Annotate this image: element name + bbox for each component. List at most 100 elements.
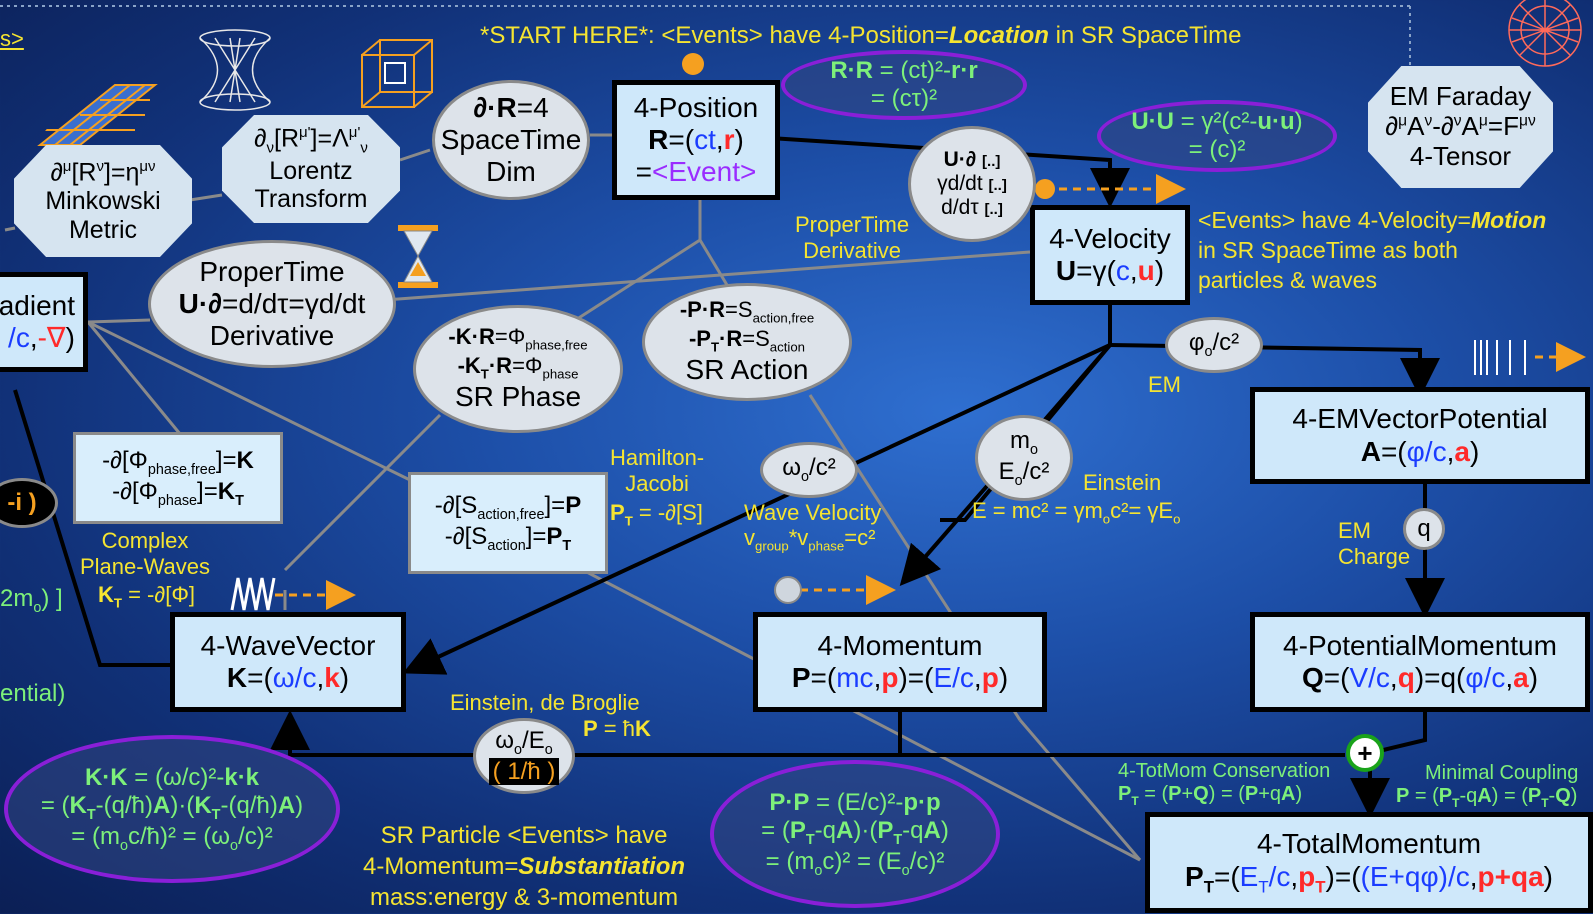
gradient-eq: /c,-∇)	[8, 322, 75, 353]
phase-l2: -KT·R=Φphase	[457, 352, 579, 382]
velocity-note: <Events> have 4-Velocity=Motion in SR Sp…	[1198, 206, 1546, 296]
lorentz-l1: ∂ν[Rμ']=Λμ'ν	[254, 123, 368, 157]
spacetime-dim-ellipse: ∂·R=4 SpaceTime Dim	[432, 80, 590, 200]
action-l2: -PT·R=Saction	[688, 325, 805, 355]
rest-mass-ellipse: mo Eo/c²	[975, 415, 1073, 501]
omegaE-l1: ωo/Eo	[495, 726, 553, 758]
propertime-l2: U·∂=d/dτ=γd/dt	[178, 287, 366, 319]
four-velocity-box: 4-Velocity U=γ(c,u)	[1030, 205, 1190, 305]
lorentz-transform-octagon: ∂ν[Rμ']=Λμ'ν Lorentz Transform	[222, 115, 400, 223]
cube-icon	[361, 39, 433, 108]
four-position-box: 4-Position R=(ct,r) =<Event>	[612, 80, 780, 200]
phic-l1: φo/c²	[1188, 329, 1240, 361]
debroglie-eq: P = ħK	[583, 716, 651, 741]
particle-note-3: mass:energy & 3-momentum	[369, 884, 679, 912]
hamilton-eq: PT = -∂[S]	[610, 500, 703, 529]
charge-q-ellipse: q	[1403, 508, 1445, 550]
hourglass-icon	[398, 225, 438, 288]
dim-l1: ∂·R=4	[473, 91, 549, 123]
kk-l2: = (KT-(q/ħ)A)·(KT-(q/ħ)A)	[40, 792, 304, 823]
emvp-title: 4-EMVectorPotential	[1292, 403, 1548, 435]
gradient-title: adient	[0, 289, 75, 321]
rr-l2: = (cτ)²	[870, 85, 938, 112]
lorentz-l2: Lorentz	[269, 156, 353, 185]
dim-l2: SpaceTime	[440, 123, 582, 155]
four-wavevector-box: 4-WaveVector K=(ω/c,k)	[170, 612, 406, 712]
sr-action-ellipse: -P·R=Saction,free -PT·R=Saction SR Actio…	[642, 283, 852, 401]
wave-velocity-eq: vgroup*vphase=c²	[744, 525, 876, 554]
mink-l2: Minkowski	[45, 186, 161, 215]
propertime-derivative-label: ProperTime Derivative	[795, 212, 910, 264]
emvp-eq: A=(φ/c,a)	[1360, 435, 1480, 467]
debroglie-label: Einstein, de Broglie	[450, 690, 640, 715]
minkowski-metric-octagon: ∂μ[Rν]=ημν Minkowski Metric	[14, 145, 192, 257]
pp-l2: = (PT-qA)·(PT-qA)	[761, 817, 949, 848]
particle-note-bold: Substantiation	[518, 853, 686, 881]
phase-gradient-l1: -∂[Φphase,free]=K	[102, 446, 254, 478]
phase-gradient-l2: -∂[Φphase]=KT	[112, 478, 244, 509]
uu-invariant-ellipse: U·U = γ²(c²-u·u) = (c)²	[1097, 100, 1337, 172]
four-potential-momentum-box: 4-PotentialMomentum Q=(V/c,q)=q(φ/c,a)	[1250, 612, 1590, 712]
four-momentum-title: 4-Momentum	[817, 629, 983, 661]
totmom-conservation-label: 4-TotMom Conservation	[1118, 760, 1331, 782]
wave-velocity-label: Wave Velocity	[744, 500, 882, 525]
left-ential-label: ential)	[0, 680, 66, 707]
four-position-eq: R=(ct,r)	[648, 123, 744, 155]
totmom-title: 4-TotalMomentum	[1256, 828, 1482, 860]
totmom-conservation-eq: PT = (P+Q) = (P+qA)	[1118, 783, 1303, 808]
potmom-eq: Q=(V/c,q)=q(φ/c,a)	[1301, 662, 1539, 693]
phase-l3: SR Phase	[454, 381, 582, 413]
uu-l1: U·U = γ²(c²-u·u)	[1131, 108, 1303, 135]
vel-note1: <Events> have 4-Velocity=	[1198, 207, 1471, 233]
title-bold: Location	[948, 22, 1049, 49]
q-l1: q	[1417, 515, 1431, 543]
phase-l1: -K·R=Φphase,free	[448, 324, 588, 353]
propertime-l1: ProperTime	[199, 255, 345, 287]
faraday-l1: EM Faraday	[1389, 81, 1532, 112]
minimal-coupling-label: Minimal Coupling	[1425, 762, 1579, 784]
plus-icon	[1346, 734, 1384, 772]
hyperboloid-icon	[199, 29, 271, 111]
lorentz-l3: Transform	[254, 185, 368, 214]
four-gradient-box: adient /c,-∇)	[0, 272, 88, 372]
em-label: EM	[1148, 372, 1181, 397]
wave-glyph-icon	[230, 577, 276, 611]
derivative-operator-ellipse: U·∂ [..] γd/dt [..] d/dτ [..]	[908, 126, 1036, 242]
rr-l1: R·R = (ct)²-r·r	[830, 57, 978, 84]
phase-gradient-box: -∂[Φphase,free]=K -∂[Φphase]=KT	[73, 432, 283, 524]
phi-over-c2-ellipse: φo/c²	[1165, 317, 1263, 373]
minus-i-l1: -i )	[7, 489, 37, 517]
four-em-vector-potential-box: 4-EMVectorPotential A=(φ/c,a)	[1250, 387, 1590, 484]
deriv-l2: γd/dt [..]	[937, 171, 1007, 195]
complex-eq: KT = -∂[Φ]	[98, 582, 195, 611]
action-gradient-l2: -∂[Saction]=PT	[444, 523, 572, 554]
faraday-l2: ∂μAν-∂νAμ=Fμν	[1385, 111, 1536, 142]
four-velocity-eq: U=γ(c,u)	[1055, 255, 1165, 286]
minimal-coupling-eq: P = (PT-qA) = (PT-Q)	[1396, 785, 1578, 810]
einstein-label: Einstein	[1083, 470, 1162, 495]
em-faraday-octagon: EM Faraday ∂μAν-∂νAμ=Fμν 4-Tensor	[1368, 66, 1553, 188]
particle-note: SR Particle <Events> have 4-Momentum=Sub…	[363, 820, 685, 914]
rr-invariant-ellipse: R·R = (ct)²-r·r = (cτ)²	[781, 50, 1027, 120]
faraday-l3: 4-Tensor	[1409, 140, 1512, 171]
mo-l1: mo	[1009, 426, 1038, 458]
totmom-eq: PT=(ET/c,pT)=((E+qφ)/c,p+qa)	[1185, 860, 1553, 897]
four-position-title: 4-Position	[633, 91, 759, 123]
deriv-l3: d/dτ [..]	[941, 196, 1003, 220]
minus-i-ellipse: -i )	[0, 478, 58, 528]
omega-over-e-ellipse: ωo/Eo ( 1/ħ )	[473, 718, 575, 794]
einstein-eq: E = mc² = γmoc²= γEo	[972, 498, 1181, 527]
grid-plane-icon	[37, 84, 158, 146]
four-wavevector-title: 4-WaveVector	[200, 629, 376, 661]
omega-over-c2-ellipse: ωo/c²	[760, 442, 858, 498]
vel-note2: in SR SpaceTime as both	[1198, 236, 1458, 263]
four-momentum-eq: P=(mc,p)=(E/c,p)	[791, 662, 1009, 693]
particle-note-1: SR Particle <Events> have	[380, 822, 668, 849]
title-prefix: *START HERE*: <Events> have 4-Position=	[480, 22, 949, 49]
action-l3: SR Action	[685, 354, 809, 386]
wave-glyph-icon	[1474, 340, 1526, 375]
propertime-l3: Derivative	[209, 320, 335, 352]
action-gradient-l1: -∂[Saction,free]=P	[434, 491, 582, 523]
corner-link[interactable]: s>	[0, 26, 24, 51]
particle-note-2: 4-Momentum=	[363, 853, 519, 881]
